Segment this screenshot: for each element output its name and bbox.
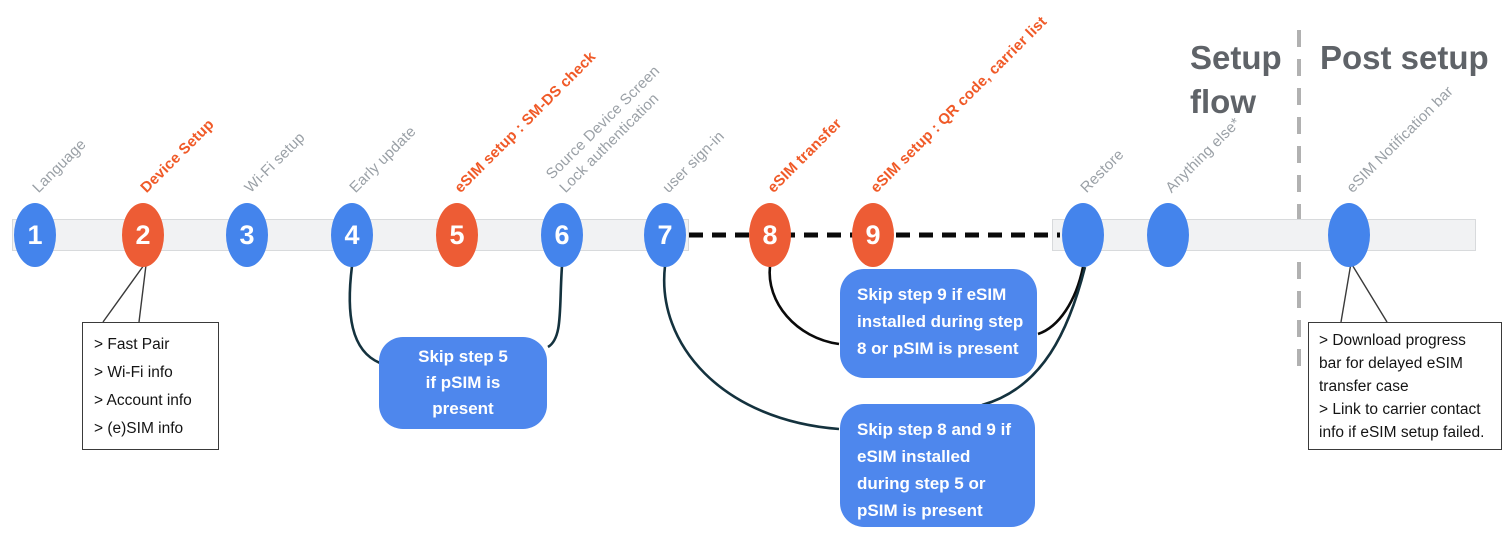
curve-step8-to-skip9 (768, 265, 840, 346)
skip-step8-9-note: Skip step 8 and 9 if eSIM installed duri… (840, 404, 1035, 527)
step-label-restore: Restore (1077, 146, 1128, 197)
step-label-3: Wi-Fi setup (241, 129, 309, 197)
step-label-esim-notification-bar: eSIM Notification bar (1343, 82, 1457, 197)
post-setup-heading: Post setup (1320, 39, 1489, 76)
skip-step9-note: Skip step 9 if eSIM installed during ste… (840, 269, 1037, 378)
curve-step6-to-skip5 (547, 265, 564, 349)
step-label-7: user sign-in (659, 127, 728, 197)
step-node-5: 5 (436, 203, 478, 267)
device-setup-callout: > Fast Pair > Wi-Fi info > Account info … (82, 322, 219, 450)
esim-notification-callout: > Download progress bar for delayed eSIM… (1308, 322, 1502, 450)
step-node-3: 3 (226, 203, 268, 267)
step-node-9: 9 (852, 203, 894, 267)
step-node-8: 8 (749, 203, 791, 267)
tail-esim-notification-callout (1340, 262, 1388, 323)
setup-flow-heading: Setup flow (1190, 39, 1282, 120)
curve-restore-to-skip9 (1037, 266, 1085, 336)
step-node-restore (1062, 203, 1104, 267)
post-setup-timeline-bar (1052, 219, 1476, 251)
step-label-9: eSIM setup : QR code, carrier list (867, 13, 1051, 197)
step-label-1: Language (29, 135, 90, 197)
step-label-2: Device Setup (137, 115, 218, 197)
step-node-7: 7 (644, 203, 686, 267)
step-node-anything-else (1147, 203, 1189, 267)
step-label-4: Early update (346, 123, 420, 197)
step-node-1: 1 (14, 203, 56, 267)
tail-step2-callout (102, 264, 147, 323)
step-node-2: 2 (122, 203, 164, 267)
curve-step4-to-skip5 (348, 265, 381, 365)
step-node-esim-notification-bar (1328, 203, 1370, 267)
step-label-anything-else: Anything else* (1162, 114, 1245, 197)
skip-step5-note: Skip step 5 if pSIM is present (379, 337, 547, 429)
step-node-6: 6 (541, 203, 583, 267)
curve-step7-to-skip89 (662, 265, 840, 431)
step-label-8: eSIM transfer (764, 115, 846, 197)
step-node-4: 4 (331, 203, 373, 267)
